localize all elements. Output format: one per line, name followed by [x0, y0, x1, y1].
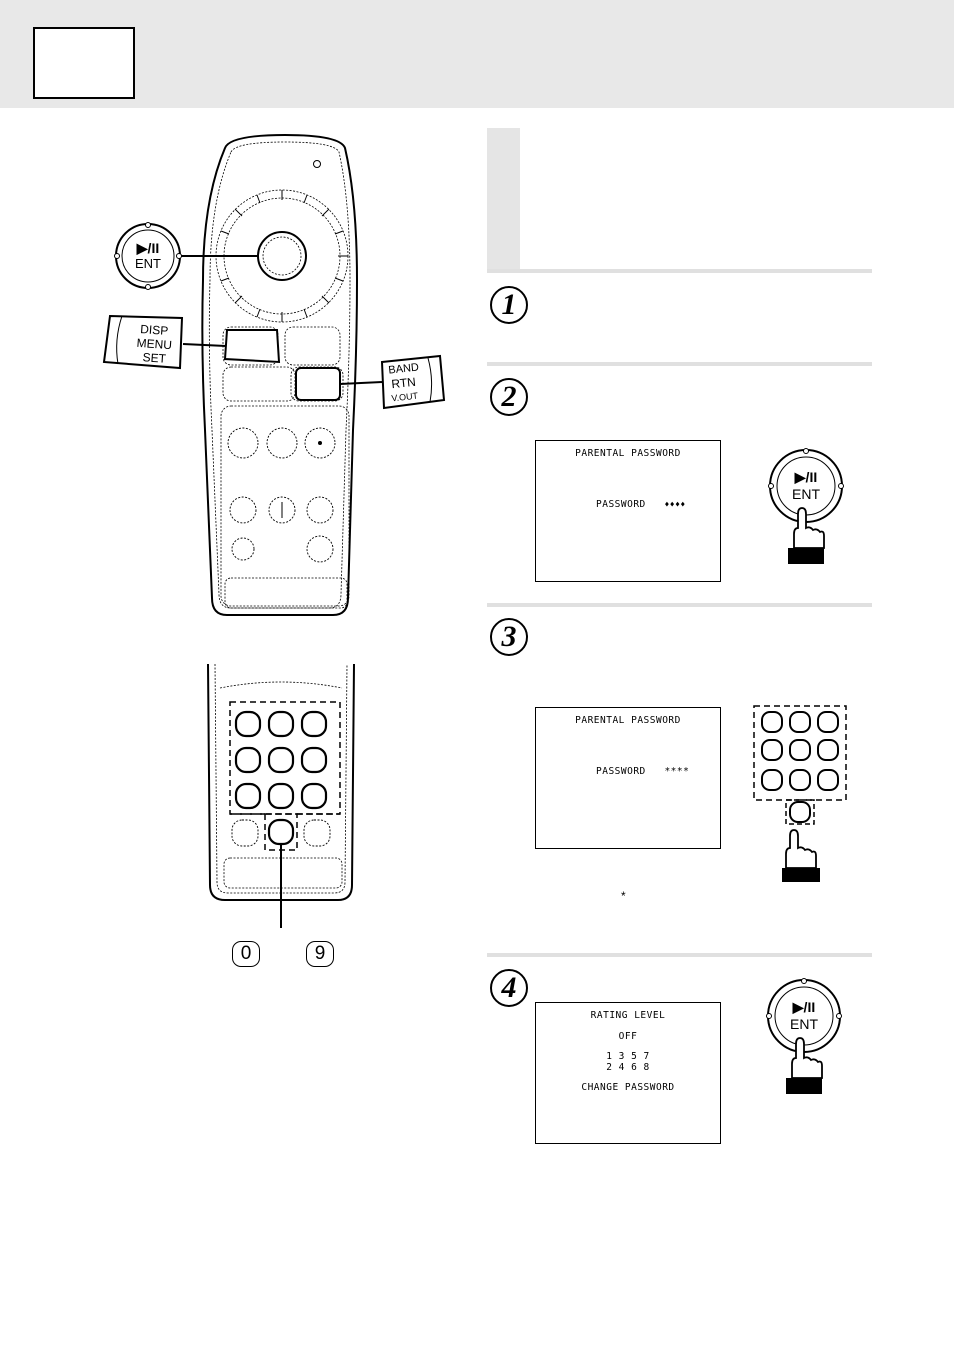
divider	[487, 603, 872, 607]
ent-play-pause-label: ▶/II	[794, 469, 817, 485]
rating-levels-even: 2 4 6 8	[606, 1062, 650, 1073]
password-row: PASSWORD ****	[596, 766, 780, 777]
ent-button-press-icon: ▶/II ENT	[768, 448, 844, 564]
ent-button-press-icon: ▶/II ENT	[766, 978, 842, 1094]
step-1-number: 1	[490, 286, 528, 324]
key-zero: 0	[232, 941, 260, 967]
disp-label: DISP	[140, 322, 169, 338]
header-band	[0, 0, 954, 108]
ent-label: ENT	[792, 486, 820, 502]
rtn-label: RTN	[391, 375, 417, 391]
screen-title: RATING LEVEL	[590, 1010, 666, 1021]
password-label: PASSWORD	[596, 499, 646, 510]
step-3-number: 3	[490, 618, 528, 656]
screen-title: PARENTAL PASSWORD	[575, 448, 681, 459]
divider	[487, 362, 872, 366]
step-2-number: 2	[490, 378, 528, 416]
numeric-keypad-press-icon	[753, 705, 847, 882]
set-label: SET	[142, 350, 167, 366]
divider	[487, 269, 872, 273]
screen-title: PARENTAL PASSWORD	[575, 715, 681, 726]
ent-play-pause-label: ▶/II	[136, 240, 159, 256]
key-nine: 9	[306, 941, 334, 967]
band-rtn-vout-callout: BAND RTN V.OUT	[380, 354, 446, 410]
page-tab	[33, 27, 135, 99]
menu-label: MENU	[136, 336, 172, 352]
ent-button-callout: ▶/II ENT	[114, 222, 182, 290]
remote-keypad-illustration	[207, 663, 355, 928]
password-label: PASSWORD	[596, 766, 646, 777]
band-label: BAND	[388, 361, 420, 376]
rating-level-screen: RATING LEVEL OFF 1 3 5 7 2 4 6 8 CHANGE …	[535, 1002, 721, 1144]
disp-menu-set-callout: DISP MENU SET	[102, 314, 184, 370]
divider	[487, 953, 872, 957]
step-4-number: 4	[490, 969, 528, 1007]
parental-password-screen-step2: PARENTAL PASSWORD PASSWORD ♦♦♦♦	[535, 440, 721, 582]
intro-shade-bar	[487, 128, 520, 270]
vout-label: V.OUT	[391, 391, 419, 404]
password-value: ♦♦♦♦	[664, 500, 686, 509]
asterisk-note-symbol: *	[621, 889, 626, 903]
password-row: PASSWORD ♦♦♦♦	[596, 499, 780, 510]
change-password-option: CHANGE PASSWORD	[581, 1082, 675, 1093]
ent-label: ENT	[135, 256, 161, 271]
parental-password-screen-step3: PARENTAL PASSWORD PASSWORD ****	[535, 707, 721, 849]
ent-play-pause-label: ▶/II	[792, 999, 815, 1015]
rating-levels-odd: 1 3 5 7	[606, 1051, 650, 1062]
rating-off-option: OFF	[618, 1031, 638, 1042]
remote-control-illustration	[180, 133, 384, 616]
password-value: ****	[664, 766, 690, 777]
ent-label: ENT	[790, 1016, 818, 1032]
